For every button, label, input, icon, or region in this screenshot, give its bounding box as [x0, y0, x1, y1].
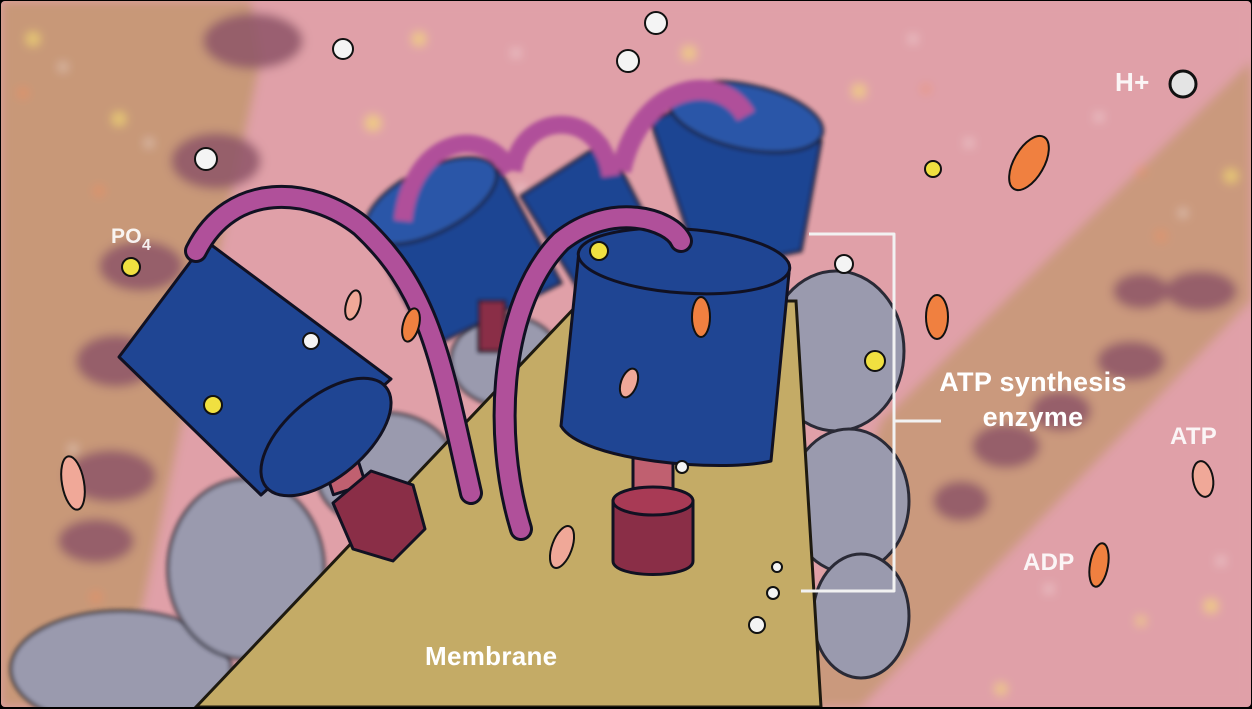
molecules — [60, 11, 1215, 634]
enzyme-label-line2: enzyme — [982, 402, 1084, 433]
enzyme-bracket — [801, 232, 941, 593]
atp-label: ATP — [1170, 423, 1218, 450]
enzyme-unit-left — [117, 184, 483, 563]
enzyme-label: ATP synthesis enzyme — [923, 365, 1143, 435]
enzyme-label-line1: ATP synthesis — [939, 367, 1127, 397]
membrane-label: Membrane — [425, 641, 558, 671]
h-plus-label: H+ — [1115, 67, 1150, 97]
adp-label: ADP — [1023, 549, 1075, 576]
po4-label: PO4 — [111, 225, 152, 255]
h-plus-icon — [1168, 69, 1198, 99]
po4-label-main: PO — [111, 225, 142, 248]
po4-label-subscript: 4 — [141, 237, 152, 255]
enzyme-unit-right — [492, 205, 792, 576]
